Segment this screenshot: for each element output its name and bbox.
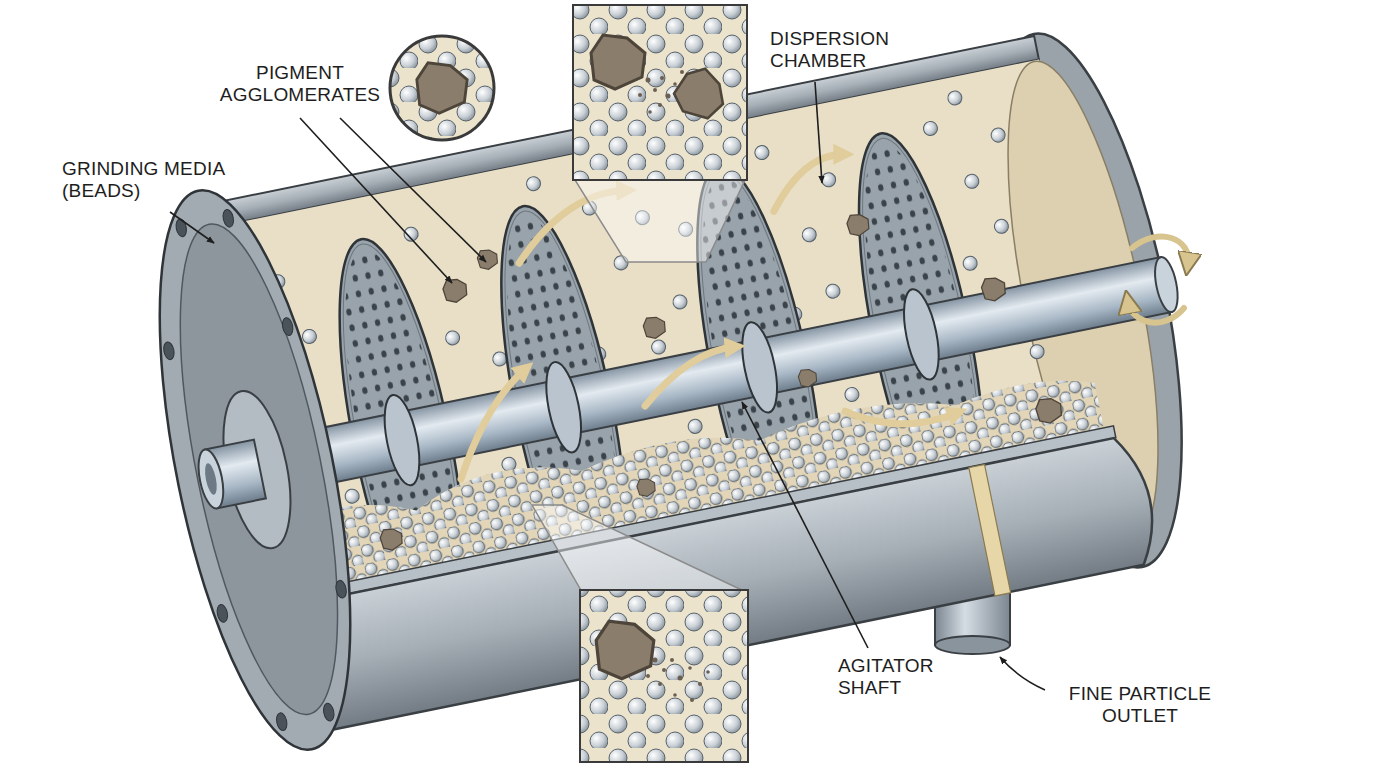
part-label: DISPERSION CHAMBER: [770, 28, 970, 72]
magnified-inset: [388, 34, 496, 142]
inlet-flange: [122, 175, 389, 765]
rotation-arrow: [1128, 237, 1188, 323]
shaft-end: [1151, 255, 1182, 314]
magnified-inset: [532, 505, 748, 762]
part-label: GRINDING MEDIA (BEADS): [62, 158, 277, 202]
part-label: FINE PARTICLE OUTLET: [1040, 683, 1240, 727]
part-label: AGITATOR SHAFT: [838, 655, 998, 699]
leader-line: [170, 82, 1045, 690]
housing-clamp-band: [969, 464, 1011, 596]
flow-arrow: [411, 133, 958, 515]
inlet-flange-face: [148, 212, 369, 727]
part-label: PIGMENT AGGLOMERATES: [205, 62, 395, 106]
magnified-inset: [573, 5, 747, 262]
shaft-bore: [203, 462, 219, 495]
bolt-hole: [139, 201, 372, 739]
shaft-stub-end: [194, 447, 228, 510]
